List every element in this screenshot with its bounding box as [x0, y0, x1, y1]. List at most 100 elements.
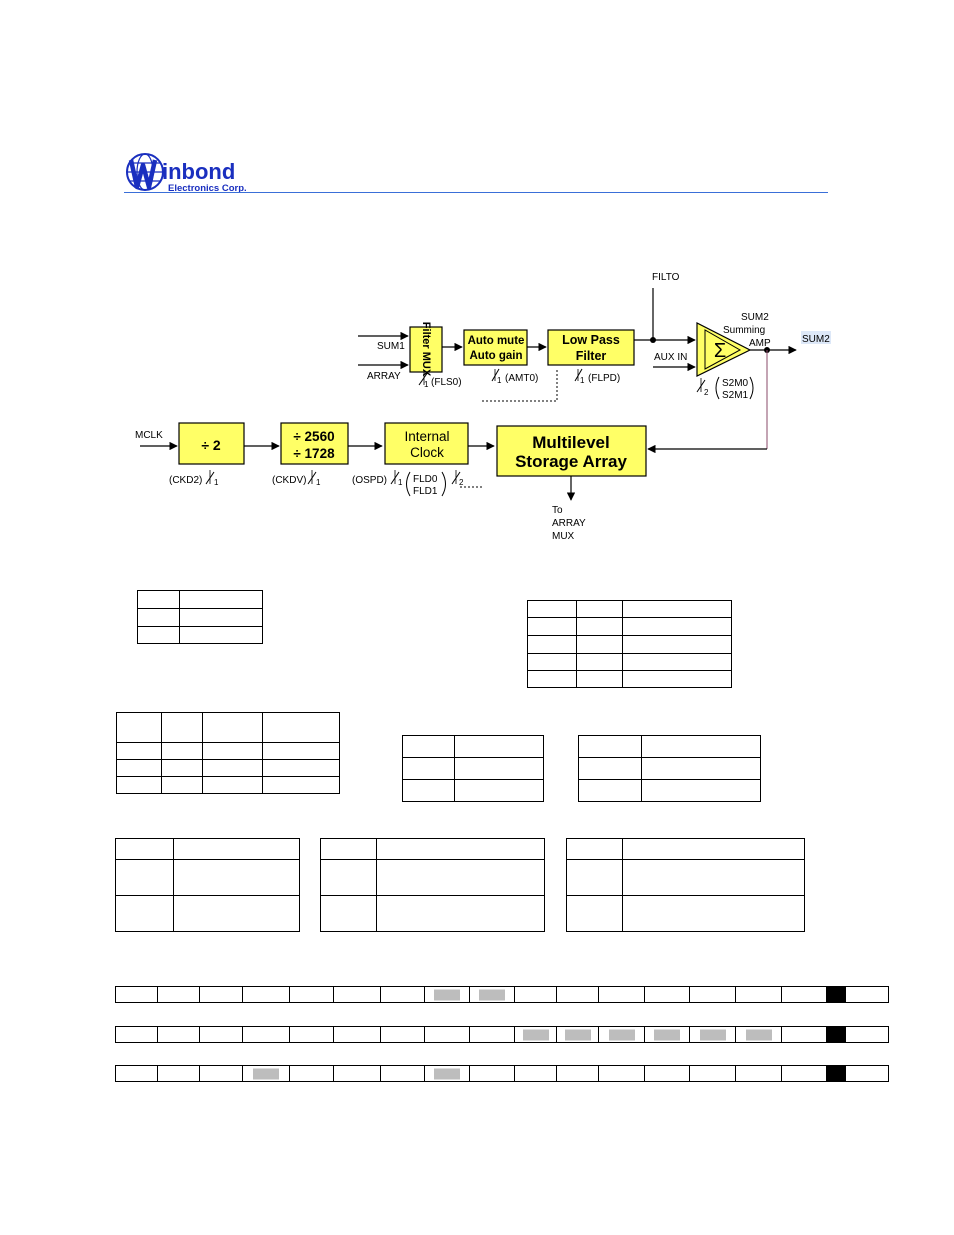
bit-cell: [645, 1066, 690, 1081]
bit-cell: [116, 987, 158, 1002]
bit-cell: [645, 1027, 690, 1042]
svg-text:S2M1: S2M1: [722, 390, 749, 401]
storage-label-1: Multilevel: [532, 433, 609, 452]
svg-text:(FLS0): (FLS0): [431, 377, 462, 388]
amt0-control: 1 (AMT0): [491, 368, 538, 385]
bit-cell: [515, 1027, 557, 1042]
filter-mux-block: [409, 326, 443, 373]
svg-text:(CKDV): (CKDV): [272, 475, 306, 486]
bit-cell: [425, 1066, 470, 1081]
svg-text:(FLPD): (FLPD): [588, 373, 620, 384]
sum2-output-label: SUM2: [802, 334, 830, 345]
auto-gain-label: Auto gain: [469, 350, 522, 362]
bit-cell: [200, 1027, 243, 1042]
register-table-1: [137, 590, 263, 644]
filto-label: FILTO: [652, 272, 680, 283]
summing-amp: [696, 322, 752, 377]
dotted-link: [482, 368, 558, 402]
bit-cell: [557, 1027, 599, 1042]
div2-block: [178, 422, 245, 465]
bit-cell: [736, 987, 782, 1002]
sum2-amp-label-1: SUM2: [741, 312, 769, 323]
bit-cell: [290, 1066, 334, 1081]
bit-cell: [782, 1027, 827, 1042]
array-label: ARRAY: [367, 371, 401, 382]
bit-cell: [827, 1066, 846, 1081]
div1728-label: ÷ 1728: [293, 446, 335, 461]
bit-cell: [381, 987, 425, 1002]
bit-cell: [381, 1027, 425, 1042]
filto-junction: [650, 337, 656, 343]
ckdv-control: (CKDV) 1: [272, 470, 321, 487]
register-table-8: [566, 838, 805, 932]
bit-cell: [599, 1066, 645, 1081]
svg-text:2: 2: [459, 478, 464, 487]
bit-row-2: [115, 1026, 889, 1043]
bit-cell: [470, 987, 515, 1002]
block-diagram: Filter MUX Auto mute Auto gain Low Pass …: [135, 272, 831, 542]
bit-cell: [334, 987, 381, 1002]
sigma-symbol: Σ: [714, 340, 726, 362]
divn-block: [280, 422, 349, 465]
lpf-label-2: Filter: [576, 349, 607, 363]
bit-cell: [599, 987, 645, 1002]
bit-cell: [736, 1066, 782, 1081]
winbond-logo: inbond Electronics Corp.: [126, 153, 247, 194]
bit-cell: [116, 1027, 158, 1042]
clock-label-2: Clock: [410, 445, 444, 460]
bit-cell: [116, 1066, 158, 1081]
svg-text:FLD1: FLD1: [413, 486, 438, 497]
svg-text:2: 2: [704, 388, 709, 397]
bit-cell: [425, 987, 470, 1002]
mclk-label: MCLK: [135, 430, 163, 441]
sum1-label: SUM1: [377, 341, 405, 352]
aux-in-label: AUX IN: [654, 352, 687, 363]
bit-cell: [290, 987, 334, 1002]
ospd-fld-control: (OSPD) 1 FLD0 FLD1 2: [352, 470, 464, 497]
sum2-amp-label-3: AMP: [749, 338, 771, 349]
bit-cell: [736, 1027, 782, 1042]
bit-cell: [846, 987, 887, 1002]
svg-text:(CKD2): (CKD2): [169, 475, 202, 486]
bit-cell: [290, 1027, 334, 1042]
div2-label: ÷ 2: [201, 437, 221, 453]
bit-cell: [782, 987, 827, 1002]
globe-icon: [126, 153, 164, 191]
svg-text:1: 1: [214, 478, 219, 487]
bit-cell: [827, 987, 846, 1002]
register-table-5: [578, 735, 761, 802]
filter-mux-label: Filter MUX: [420, 322, 432, 377]
bit-cell: [827, 1027, 846, 1042]
auto-mute-block: [463, 329, 528, 366]
bit-cell: [158, 987, 200, 1002]
brand-name: inbond: [162, 159, 235, 184]
sum2-amp-label-2: Summing: [723, 325, 765, 336]
storage-label-2: Storage Array: [515, 452, 627, 471]
bit-cell: [690, 987, 736, 1002]
low-pass-filter-block: [547, 329, 635, 366]
clock-label-1: Internal: [404, 429, 449, 444]
register-table-4: [402, 735, 544, 802]
auto-mute-label: Auto mute: [468, 335, 525, 347]
bit-cell: [158, 1027, 200, 1042]
svg-text:1: 1: [497, 376, 502, 385]
svg-text:1: 1: [580, 376, 585, 385]
svg-text:1: 1: [424, 380, 429, 389]
svg-text:(OSPD): (OSPD): [352, 475, 387, 486]
bit-cell: [515, 1066, 557, 1081]
s2m-control: 2 S2M0 S2M1: [696, 376, 754, 401]
bit-cell: [470, 1066, 515, 1081]
bit-cell: [846, 1027, 887, 1042]
bit-cell: [470, 1027, 515, 1042]
register-table-7: [320, 838, 545, 932]
register-table-2: [527, 600, 732, 688]
bit-cell: [334, 1027, 381, 1042]
bit-cell: [425, 1027, 470, 1042]
bit-cell: [158, 1066, 200, 1081]
bit-cell: [690, 1027, 736, 1042]
bit-cell: [782, 1066, 827, 1081]
svg-text:(AMT0): (AMT0): [505, 373, 538, 384]
bit-cell: [200, 1066, 243, 1081]
bit-cell: [200, 987, 243, 1002]
bit-row-3: [115, 1065, 889, 1082]
